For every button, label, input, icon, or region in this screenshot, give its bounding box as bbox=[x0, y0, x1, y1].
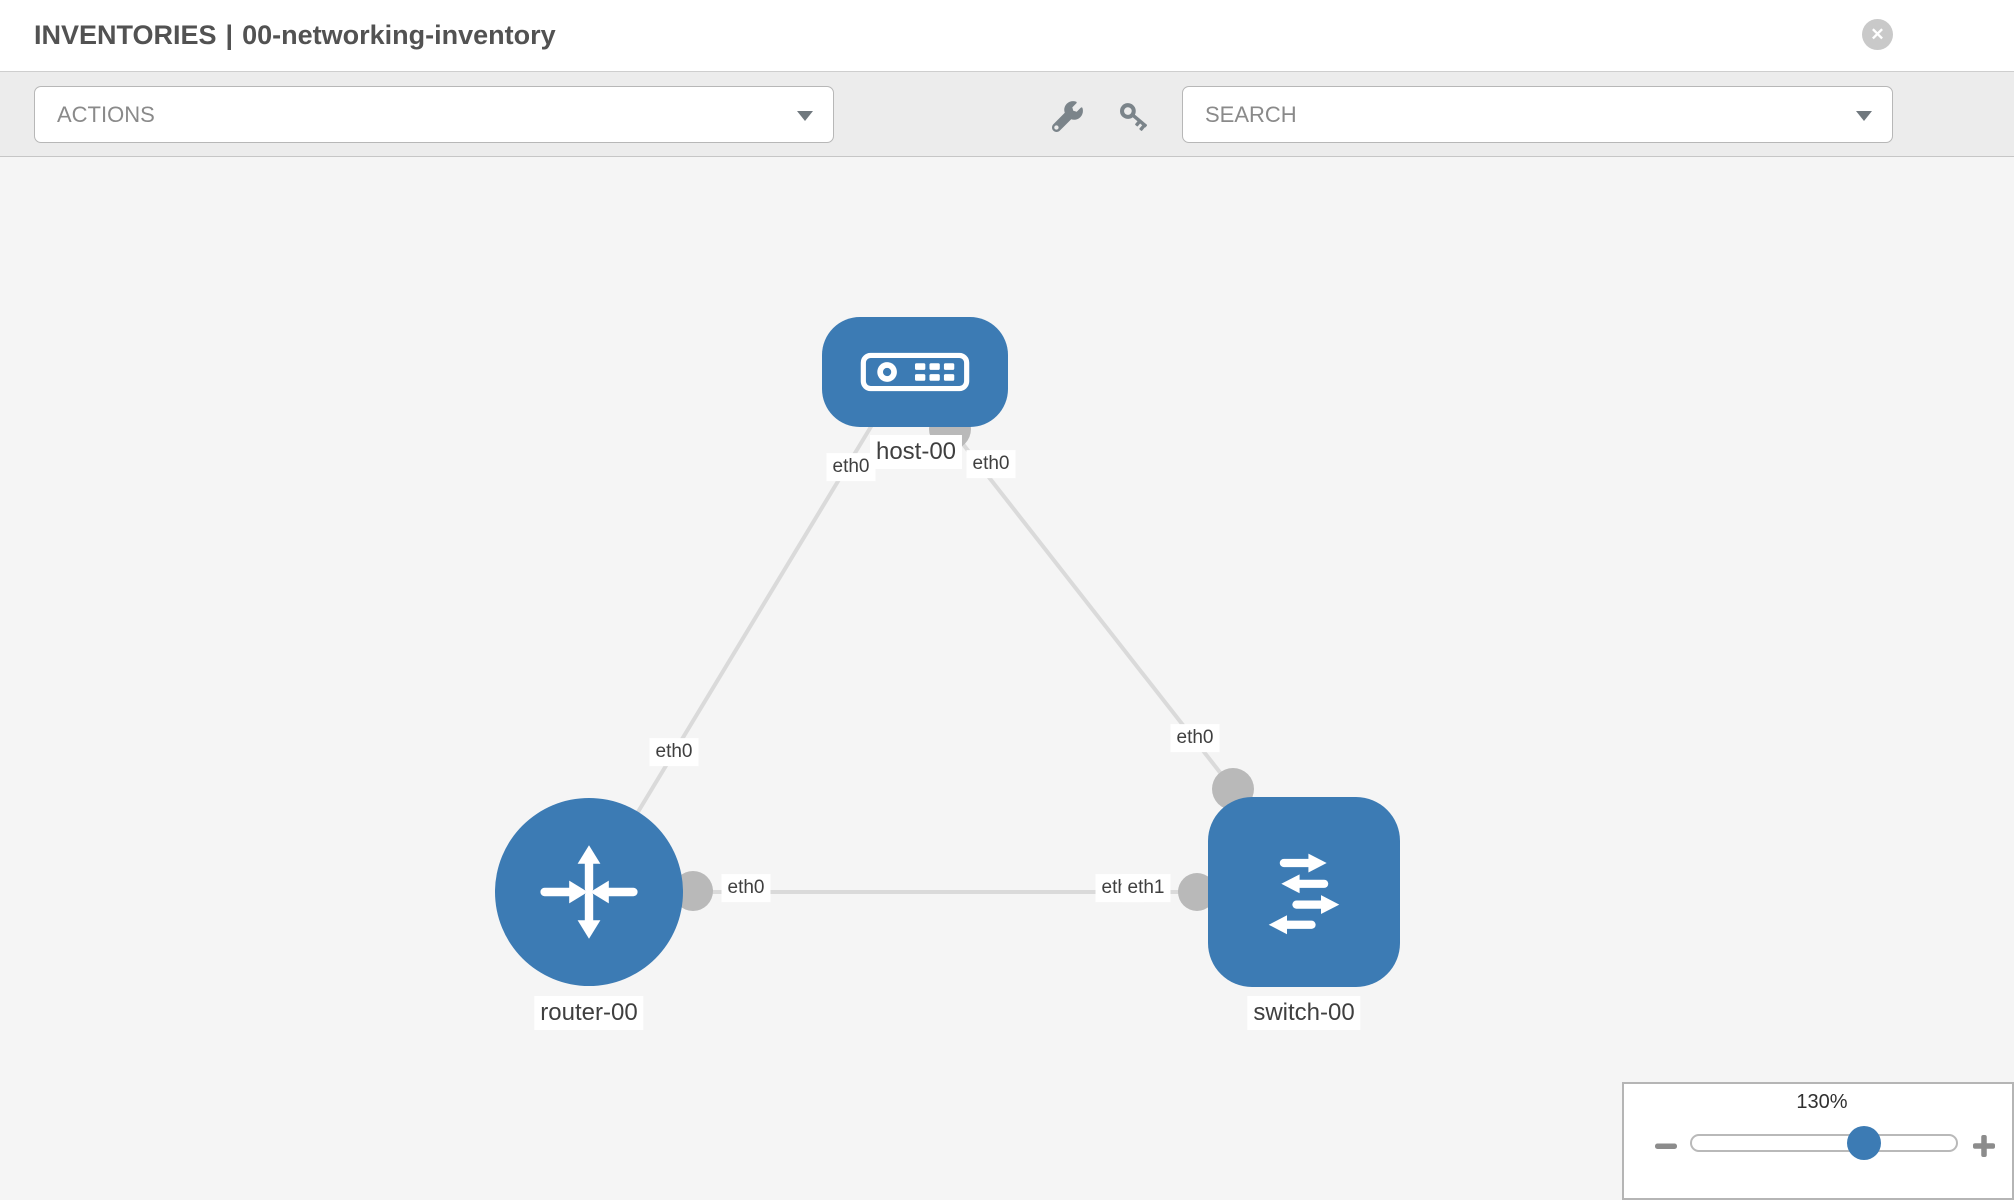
interface-label: eth0 bbox=[721, 874, 771, 902]
node-label-host-00: host-00 bbox=[869, 435, 963, 469]
zoom-in-button[interactable] bbox=[1970, 1132, 1998, 1160]
toolbar: ACTIONS SEARCH bbox=[0, 71, 2014, 157]
key-icon[interactable] bbox=[1117, 99, 1153, 135]
plus-icon bbox=[1973, 1135, 1995, 1157]
header-separator: | bbox=[225, 20, 234, 50]
node-host-00[interactable] bbox=[822, 317, 1008, 427]
search-dropdown[interactable]: SEARCH bbox=[1182, 86, 1893, 143]
switch-icon bbox=[1268, 853, 1340, 935]
node-label-switch-00: switch-00 bbox=[1247, 996, 1361, 1030]
topology-canvas[interactable]: eth0 host-00 eth0 eth0 eth0 eth0 eth0 et… bbox=[0, 157, 2014, 1200]
zoom-out-button[interactable] bbox=[1652, 1132, 1680, 1160]
node-router-00[interactable] bbox=[495, 798, 683, 986]
router-icon bbox=[540, 845, 638, 939]
page-title: INVENTORIES | 00-networking-inventory bbox=[34, 0, 556, 71]
node-label-router-00: router-00 bbox=[534, 996, 644, 1030]
topology-wires bbox=[587, 408, 1254, 911]
chevron-down-icon bbox=[797, 111, 813, 121]
host-icon bbox=[860, 352, 970, 392]
zoom-level-label: 130% bbox=[1796, 1091, 1848, 1113]
header-inventory-name: 00-networking-inventory bbox=[242, 20, 556, 50]
interface-label: eth0 bbox=[649, 738, 699, 766]
zoom-slider-thumb[interactable] bbox=[1847, 1126, 1881, 1160]
node-switch-00[interactable] bbox=[1208, 797, 1400, 987]
interface-label: eth0 bbox=[1170, 724, 1220, 752]
actions-dropdown-label: ACTIONS bbox=[57, 102, 155, 127]
close-button[interactable]: ✕ bbox=[1862, 19, 1893, 50]
close-icon: ✕ bbox=[1870, 25, 1885, 44]
chevron-down-icon bbox=[1856, 111, 1872, 121]
interface-label: eth1 bbox=[1121, 874, 1171, 902]
header-section: INVENTORIES bbox=[34, 20, 217, 50]
actions-dropdown[interactable]: ACTIONS bbox=[34, 86, 834, 143]
minus-icon bbox=[1655, 1143, 1677, 1149]
header: INVENTORIES | 00-networking-inventory ✕ bbox=[0, 0, 2014, 71]
wrench-icon[interactable] bbox=[1049, 99, 1085, 135]
interface-label: eth0 bbox=[966, 450, 1016, 478]
zoom-slider[interactable] bbox=[1690, 1126, 1958, 1160]
interface-label: eth0 bbox=[826, 453, 876, 481]
zoom-panel: 130% bbox=[1622, 1082, 2014, 1200]
search-dropdown-label: SEARCH bbox=[1205, 102, 1297, 127]
